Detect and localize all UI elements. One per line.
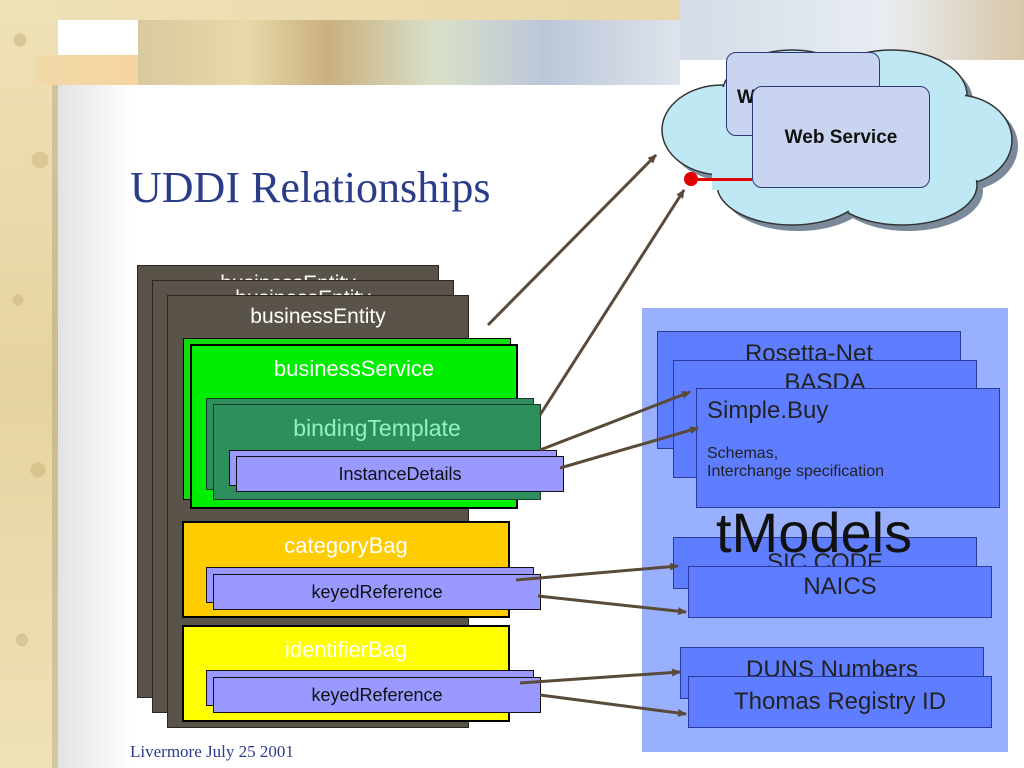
page-title: UDDI Relationships	[130, 163, 491, 212]
tmodel-thomas-registry-label: Thomas Registry ID	[733, 688, 947, 715]
category-keyed-reference[interactable]: keyedReference	[213, 574, 541, 610]
arrow-entity-to-cloud	[486, 153, 658, 327]
tmodel-thomas-registry[interactable]: Thomas Registry ID	[688, 676, 992, 728]
tmodel-simple-buy[interactable]: Simple.Buy Schemas, Interchange specific…	[696, 388, 1000, 508]
identifier-keyed-reference[interactable]: keyedReference	[213, 677, 541, 713]
identifier-bag-label: identifierBag	[284, 637, 408, 662]
connector-line	[698, 178, 752, 181]
parchment-top-border	[0, 0, 680, 20]
identifier-keyed-reference-label: keyedReference	[311, 685, 443, 705]
tmodel-simple-buy-label: Simple.Buy	[707, 397, 829, 424]
instance-details[interactable]: InstanceDetails	[236, 456, 564, 492]
banner-strip	[35, 55, 138, 85]
business-service-label: businessService	[273, 356, 435, 381]
category-bag-label: categoryBag	[284, 533, 408, 558]
instance-details-label: InstanceDetails	[338, 464, 462, 484]
tmodel-naics[interactable]: NAICS	[688, 566, 992, 618]
floral-banner	[138, 20, 680, 85]
tmodel-simple-buy-desc-1: Schemas,	[707, 445, 779, 462]
web-service-back-label: W	[737, 87, 755, 108]
footer-text: Livermore July 25 2001	[130, 742, 294, 761]
binding-template-label: bindingTemplate	[293, 415, 461, 441]
tmodels-heading: tModels	[716, 501, 913, 564]
tmodel-naics-label: NAICS	[803, 573, 877, 600]
category-keyed-reference-label: keyedReference	[311, 582, 443, 602]
parchment-border	[0, 0, 58, 768]
business-entity-label: businessEntity	[250, 305, 386, 328]
floral-banner-right	[680, 0, 1024, 60]
web-service-label: Web Service	[784, 127, 898, 148]
tmodel-simple-buy-desc-2: Interchange specification	[707, 463, 884, 480]
web-service-box[interactable]: Web Service	[752, 86, 930, 188]
connector-dot	[684, 172, 698, 186]
page-shadow	[52, 85, 132, 768]
